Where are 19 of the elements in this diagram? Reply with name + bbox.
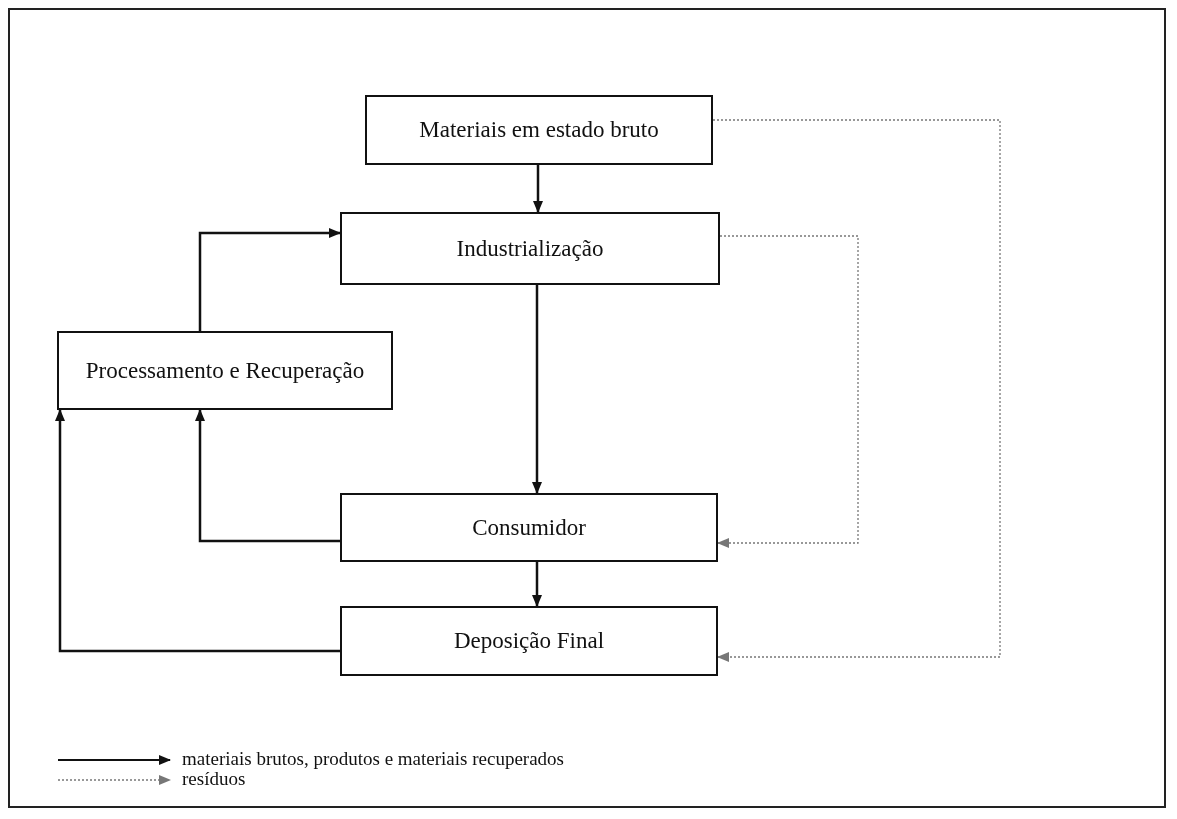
box-label: Processamento e Recuperação <box>85 356 365 385</box>
process-box <box>340 493 718 562</box>
process-box <box>340 606 718 676</box>
arrow <box>198 228 341 331</box>
box-label: Materiais em estado bruto <box>419 116 659 145</box>
process-box <box>365 95 713 165</box>
process-box <box>57 331 393 410</box>
arrow <box>532 562 542 607</box>
box-label: Deposição Final <box>453 627 605 656</box>
legend-label: resíduos <box>182 768 246 790</box>
box-label: Consumidor <box>472 513 586 542</box>
legend-label: materiais brutos, produtos e materiais recuperados <box>182 748 564 770</box>
box-label: Industrialização <box>456 234 604 263</box>
arrow <box>195 409 340 543</box>
arrow <box>55 409 340 653</box>
arrow <box>717 235 859 548</box>
arrow <box>532 285 542 494</box>
arrow <box>533 165 543 213</box>
process-box <box>340 212 720 285</box>
